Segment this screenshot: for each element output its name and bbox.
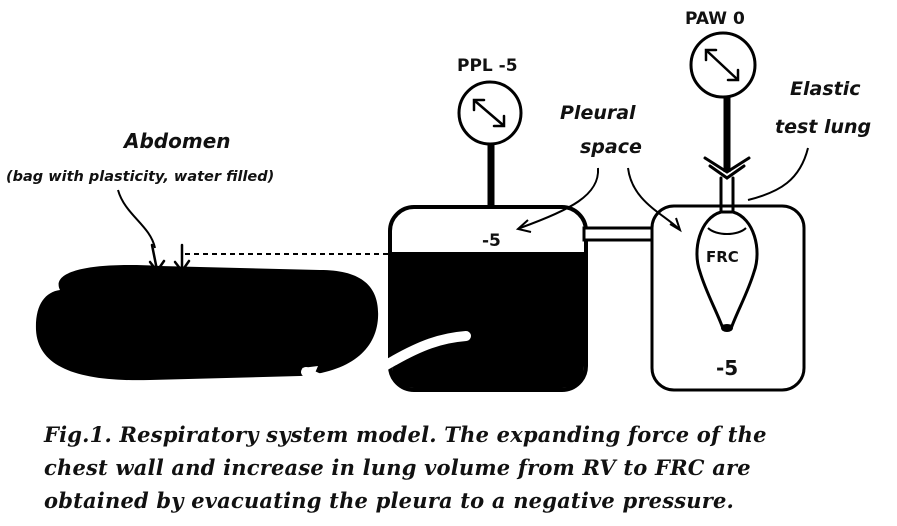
abdomen-subtitle: (bag with plasticity, water filled): [6, 169, 274, 185]
abdomen-title: Abdomen: [122, 129, 231, 153]
figure-caption: Fig.1. Respiratory system model. The exp…: [44, 418, 864, 517]
pleural-callout-left-arrow: [515, 219, 532, 233]
pleural-callout-right-arrow: [669, 217, 682, 233]
interchamber-tube: [582, 226, 658, 242]
pleural-space-label-2: space: [580, 136, 642, 158]
abdomen-pressure-arrows: [148, 243, 191, 274]
elastic-lung-label-1: Elastic: [790, 78, 861, 100]
elastic-lung-callout: [747, 147, 809, 201]
abdomen-connecting-tube: [301, 331, 471, 388]
paw-gauge-label: PAW 0: [685, 9, 745, 29]
pleural-callout-right: [627, 167, 679, 229]
abdomen-callout-line: [117, 189, 156, 249]
pleural-chamber-fluid: [392, 252, 584, 388]
abdomen-bag: [35, 265, 379, 381]
caption-line-3: obtained by evacuating the pleura to a n…: [44, 488, 735, 513]
lung-frc-label: FRC: [706, 248, 739, 266]
lung-inner-fold: [707, 227, 747, 235]
right-chamber-pressure: -5: [716, 356, 738, 380]
tube-end-arrow: [302, 366, 318, 380]
respiratory-model-diagram: Abdomen (bag with plasticity, water fill…: [6, 9, 871, 392]
pleural-callout-left: [519, 167, 600, 229]
airway-neck: [703, 156, 751, 216]
pleural-space-label-1: Pleural: [560, 102, 636, 124]
left-chamber-pressure: -5: [482, 231, 501, 251]
lung-tip: [721, 324, 733, 332]
elastic-lung-label-2: test lung: [775, 116, 871, 138]
ppl-gauge-label: PPL -5: [457, 56, 518, 76]
ppl-gauge-needle-icon: [472, 98, 506, 128]
paw-gauge-needle-icon: [704, 48, 740, 82]
caption-line-1: Fig.1. Respiratory system model. The exp…: [44, 422, 767, 447]
caption-line-2: chest wall and increase in lung volume f…: [44, 455, 751, 480]
